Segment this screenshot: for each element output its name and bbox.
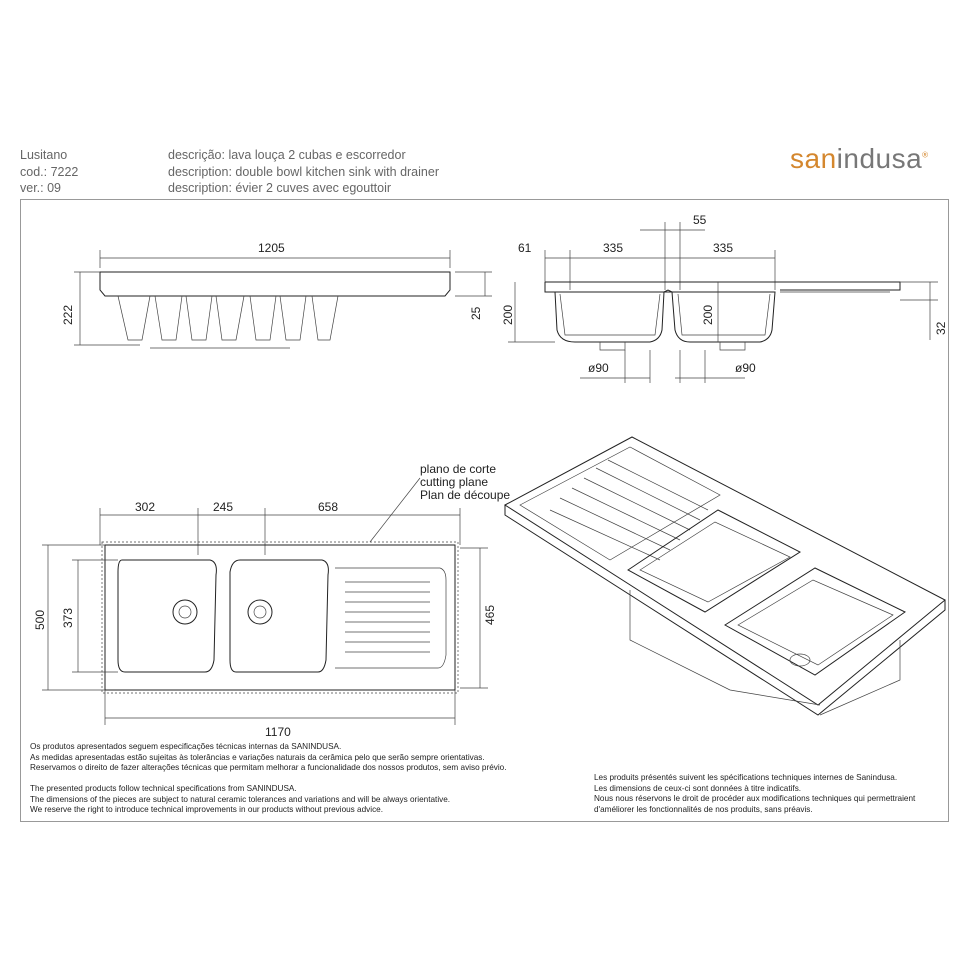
dim-25: 25: [469, 306, 483, 320]
dim-500: 500: [33, 610, 47, 630]
note-pt-3: Reservamos o direito de fazer alterações…: [30, 763, 507, 773]
note-en-3: We reserve the right to introduce techni…: [30, 805, 383, 815]
dim-55: 55: [693, 213, 707, 227]
notes-en: The presented products follow technical …: [30, 784, 450, 816]
notes-pt: Os produtos apresentados seguem especifi…: [30, 742, 506, 774]
notes-fr: Les produits présentés suivent les spéci…: [594, 773, 915, 815]
dim-200-left: 200: [501, 305, 515, 325]
sanindusa-logo: sanindusa®: [790, 143, 929, 175]
note-pt-2: As medidas apresentadas estão sujeitas à…: [30, 752, 485, 762]
dim-drain-left: ø90: [588, 361, 609, 375]
note-fr-4: d'améliorer les fonctionnalités de nos p…: [594, 804, 813, 814]
drawing-frame: [20, 199, 949, 822]
dim-465: 465: [483, 605, 497, 625]
dim-200-middle: 200: [701, 305, 715, 325]
version: ver.: 09: [20, 181, 61, 195]
dim-1170: 1170: [265, 725, 291, 739]
logo-mark: ®: [922, 150, 929, 160]
note-fr-2: Les dimensions de ceux-ci sont données à…: [594, 783, 802, 793]
dim-1205: 1205: [258, 241, 285, 255]
note-fr-3: Nous nous réservons le droit de procéder…: [594, 794, 916, 804]
logo-part2: indusa: [836, 143, 923, 174]
logo-part1: san: [790, 143, 837, 174]
product-descriptions: descrição: lava louça 2 cubas e escorred…: [168, 147, 439, 197]
note-fr-1: Les produits présentés suivent les spéci…: [594, 773, 898, 782]
dim-32: 32: [934, 321, 948, 335]
product-info: Lusitano cod.: 7222 ver.: 09: [20, 147, 78, 197]
isometric-view: [504, 436, 946, 716]
cutting-plane-label-fr: Plan de découpe: [420, 488, 510, 502]
cutting-plane-label-en: cutting plane: [420, 475, 488, 489]
cutting-plane-label-pt: plano de corte: [420, 462, 496, 476]
dim-335-left: 335: [603, 241, 623, 255]
description-fr: description: évier 2 cuves avec egouttoi…: [168, 181, 392, 195]
note-en-1: The presented products follow technical …: [30, 784, 297, 793]
note-pt-1: Os produtos apresentados seguem especifi…: [30, 742, 342, 751]
dim-drain-right: ø90: [735, 361, 756, 375]
plan-view: 302 245 658 500 373 465 1170 plano de co…: [33, 462, 510, 739]
front-elevation-view: 1205 222 25: [61, 241, 492, 349]
section-view: 61 335 335 55 200 200 32 ø90 ø90: [501, 213, 948, 383]
dim-222: 222: [61, 305, 75, 325]
description-pt: descrição: lava louça 2 cubas e escorred…: [168, 148, 406, 162]
dim-373: 373: [61, 608, 75, 628]
model-name: Lusitano: [20, 148, 68, 162]
dim-302: 302: [135, 500, 155, 514]
product-code: cod.: 7222: [20, 164, 79, 179]
note-en-2: The dimensions of the pieces are subject…: [30, 794, 451, 804]
description-en: description: double bowl kitchen sink wi…: [168, 164, 439, 179]
dim-658: 658: [318, 500, 338, 514]
dim-61: 61: [518, 241, 532, 255]
dim-335-right: 335: [713, 241, 733, 255]
dim-245: 245: [213, 500, 233, 514]
